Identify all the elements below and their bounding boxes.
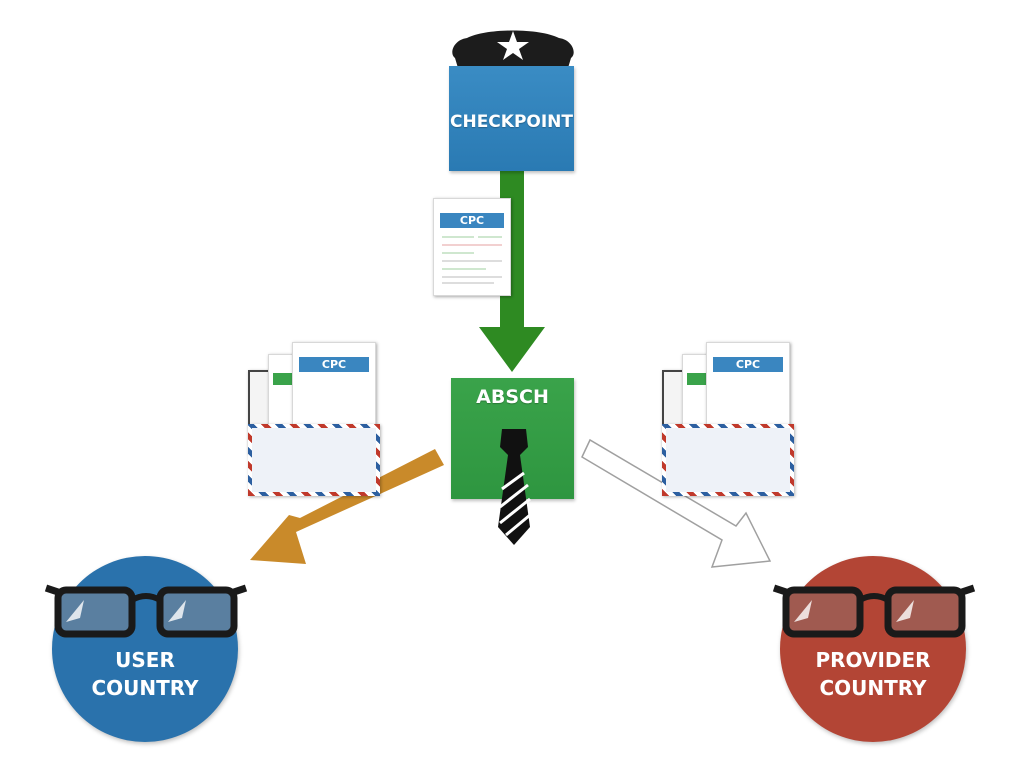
user-country-label: USER COUNTRY [91, 648, 199, 700]
checkpoint-box: CHECKPOINT [449, 66, 574, 171]
checkpoint-label: CHECKPOINT [449, 112, 574, 132]
glasses-icon [772, 584, 976, 638]
necktie-icon [498, 429, 531, 545]
envelope-icon [662, 424, 794, 496]
cpc-label: CPC [440, 213, 504, 228]
provider-country-label: PROVIDER COUNTRY [815, 648, 931, 700]
cpc-label: CPC [299, 357, 369, 372]
cpc-label: CPC [713, 357, 783, 372]
envelope-icon [248, 424, 380, 496]
document-icon: CPC [433, 198, 511, 296]
glasses-icon [44, 584, 248, 638]
document-stack-right: CPC [660, 340, 795, 498]
document-stack-left: CPC [246, 340, 381, 498]
arrow-absch-to-provider [581, 438, 772, 568]
arrow-checkpoint-to-absch [479, 170, 545, 372]
arrow-absch-to-user [250, 449, 444, 564]
absch-label: ABSCH [476, 386, 549, 408]
